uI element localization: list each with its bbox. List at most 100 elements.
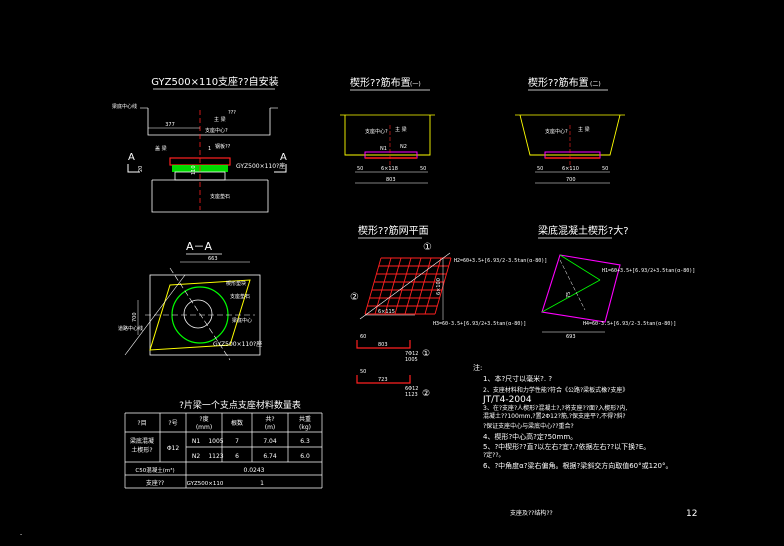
view3-dim-left: 50: [537, 166, 543, 172]
table-header-5: 共重: [299, 415, 311, 423]
view1-title: GYZ500×110支座??自安装: [151, 75, 278, 88]
table-header-5: (kg): [299, 424, 311, 431]
view3-dim-total: 700: [566, 177, 576, 183]
view6-dim-side: 75: [566, 292, 572, 298]
bar2-label-b: 1123: [405, 392, 418, 398]
bar1-label-a: 7Φ12: [405, 351, 418, 357]
mesh-bar-longitudinal: [404, 257, 422, 315]
note-line-2: 2、支座材料和力学性能?符合《公路?梁板式橡?支座》: [483, 386, 628, 394]
view5-formula-top: H2=60+3.5+[6.93/2-3.5tan(α-80)]: [454, 258, 547, 264]
note-line-10: 6、?中角度α?梁右偏角。根据?梁斜交方向取值60°或120°。: [483, 461, 672, 470]
view6-formula-top: H1=60+3.5+[6.93/2+3.5tan(α-80)]: [602, 268, 695, 274]
view4-label-axis: 道路中心线: [118, 325, 143, 332]
view2-title: 楔形??筋布置: [350, 76, 411, 89]
mesh-bar-longitudinal: [374, 257, 392, 315]
view6-dim-bottom: 693: [566, 334, 576, 340]
note-line-3: JT/T4-2004: [482, 395, 532, 405]
table-concrete-label: C50混凝土(m³): [135, 466, 174, 474]
note-line-9: ?定??。: [483, 451, 505, 459]
table-bearing-count: 1: [260, 480, 264, 487]
table-cell-mark: N2: [192, 453, 200, 460]
svg-text:-: -: [20, 531, 22, 538]
table-header-4: (m): [265, 424, 276, 431]
mesh-diagonal: [359, 252, 451, 320]
notes-lines: 1、本?尺寸以毫米?. ?2、支座材料和力学性能?符合《公路?梁板式橡?支座》 …: [482, 374, 672, 470]
view1-label-bearing: GYZ500×110?座: [236, 162, 285, 170]
table-header-2: (mm): [196, 424, 212, 431]
view2-label-girder: 主 梁: [395, 126, 407, 133]
table-cell: 6.3: [300, 438, 310, 445]
view2-label-n1: N1: [380, 146, 387, 152]
view1-dim-h1: 110: [191, 165, 197, 175]
view5-formula-bottom: H3=60-3.5+[6.93/2+3.5tan(α-80)]: [433, 321, 526, 327]
section-mark-left: A: [128, 152, 135, 163]
table-cell: 1005: [208, 438, 223, 445]
view4-label-pad: 支座垫石: [230, 293, 250, 300]
view4-label-wedge: 楔形垫块: [226, 280, 246, 287]
view4-label-center: 梁底中心: [232, 317, 252, 324]
table-rebar: Φ12: [167, 445, 180, 452]
footer-title: 支座及??结构??: [510, 509, 553, 517]
table-cell: 7.04: [263, 438, 277, 445]
table-group-label: 梁底混凝: [130, 437, 154, 445]
view2-dim-total: 803: [386, 177, 396, 183]
bar1-label-b: 1005: [405, 357, 418, 363]
view2-label-n2: N2: [400, 144, 407, 150]
view-wedge-size: 梁底混凝土楔形?大? 75 H1=60+3.5+[6.93/2+3.5tan(α…: [538, 224, 695, 340]
bar1-dim-top: 60: [360, 334, 366, 340]
view-rebar-layout-2: 楔形??筋布置 (二) 支座中心? 主 梁 50 6×110 50 700: [515, 76, 625, 184]
table-cell: 1123: [208, 453, 223, 460]
section-mark-right: A: [280, 152, 287, 163]
view4-dim-top: 663: [208, 256, 218, 262]
bar1-dim-mid: 803: [378, 342, 388, 348]
svg-text:①: ①: [422, 349, 430, 359]
bar2-marker: ②: [422, 389, 430, 399]
view-section-aa: A－A 663 700 楔形垫块 支座垫石 道路中心线 GYZ500×110?座…: [118, 240, 262, 361]
table-concrete-value: 0.0243: [244, 467, 265, 474]
table-header-4: 共?: [265, 415, 274, 423]
table-title: ?片梁一个支点支座材料数量表: [179, 399, 301, 411]
material-table: ?片梁一个支点支座材料数量表 ?目?号?度(mm)根数共?(m)共重(kg)梁底…: [124, 399, 323, 489]
note-line-4: 3、在?支座?人楔形?混凝土?,?将支座??面?入楔形?内,: [483, 404, 627, 412]
view1-label-support-center: 支座中心?: [205, 127, 228, 134]
note-line-1: 1、本?尺寸以毫米?. ?: [483, 374, 552, 383]
table-cell: 7: [235, 438, 239, 445]
view2-dim-left: 50: [357, 166, 363, 172]
view3-dim-right: 50: [602, 166, 608, 172]
note-line-6: ?保证支座中心与梁底中心??重合?: [483, 422, 574, 430]
view1-label-pad: 支座垫石: [210, 193, 230, 200]
view4-label-bearing: GYZ500×110?座: [213, 340, 262, 348]
table-header-3: 根数: [231, 419, 243, 427]
view2-dim-mid: 6×118: [381, 166, 398, 172]
view3-title-suffix: (二): [590, 81, 601, 88]
mesh-bar-longitudinal: [394, 257, 412, 315]
table-cell: 6.74: [263, 453, 277, 460]
view5-dim-bottom: 6×115: [378, 309, 395, 315]
table-group-label: 土楔形?: [131, 446, 152, 454]
table-header-0: ?目: [137, 420, 146, 427]
view3-label-girder: 主 梁: [578, 126, 590, 133]
mesh-bar-longitudinal: [364, 257, 382, 315]
note-line-5: 混凝土??100mm,?置2Φ12?筋,?保支座平?,不得?斜?: [483, 412, 626, 420]
bar2-dim-mid: 723: [378, 377, 388, 383]
bar2-label-a: 6Φ12: [405, 386, 418, 392]
view4-dim-left: 700: [132, 312, 138, 322]
view4-title: A－A: [186, 240, 213, 253]
footer-page: 12: [686, 509, 697, 519]
note-line-7: 4、楔形?中心高?定?50mm。: [483, 432, 577, 441]
view1-label-left-top: 梁底中心线: [112, 103, 137, 110]
view5-title: 楔形??筋网平面: [358, 224, 429, 237]
view-bearing-elevation: GYZ500×110支座??自安装 A A 377 110 20 1 梁底中心线…: [112, 75, 287, 213]
view1-label-cap: 盖 梁: [155, 145, 167, 152]
view3-dim-mid: 6×110: [562, 166, 579, 172]
mesh-bar-longitudinal: [384, 257, 402, 315]
table-cell: 6.0: [300, 453, 310, 460]
table-cell-mark: N1: [192, 438, 200, 445]
view2-title-suffix: (一): [410, 81, 421, 88]
view3-title: 楔形??筋布置: [528, 76, 589, 89]
notes-heading: 注:: [473, 363, 482, 372]
view1-dim-side: 20: [138, 166, 144, 172]
mesh-marker-1: ①: [423, 242, 432, 253]
